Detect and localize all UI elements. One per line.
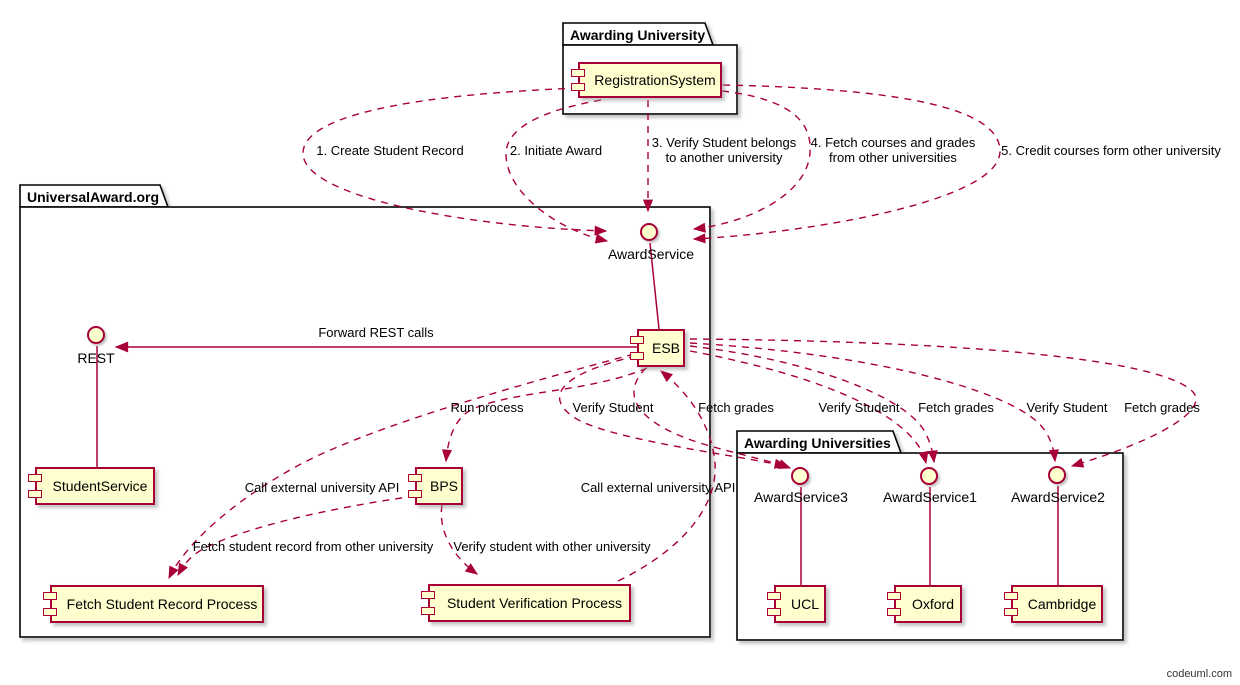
component-port xyxy=(571,83,585,91)
component-cambridge: Cambridge xyxy=(1004,585,1103,623)
interface-award-service2-circle xyxy=(1048,466,1066,484)
package-title-awarding-university: Awarding University xyxy=(570,27,706,43)
edge-fetch-grades-awardservice3 xyxy=(633,367,792,469)
edge-label-verify-student-belongs: 3. Verify Student belongs to another uni… xyxy=(652,135,797,165)
component-label: StudentService xyxy=(52,478,148,494)
edge-awardservice-esb xyxy=(649,242,660,330)
interface-award-service3-circle xyxy=(791,467,809,485)
interface-award-service-circle xyxy=(640,223,658,241)
component-label: Fetch Student Record Process xyxy=(66,596,258,612)
interface-label-award-service2: AwardService2 xyxy=(1011,489,1105,505)
component-port xyxy=(408,474,422,482)
edge-label-verify-student-1: Verify Student xyxy=(572,400,654,415)
interface-label-award-service: AwardService xyxy=(607,246,695,262)
edge-label-call-external-api-1: Call external university API xyxy=(244,480,400,495)
interface-rest-circle xyxy=(87,326,105,344)
edge-label-credit-courses: 5. Credit courses form other university xyxy=(1001,143,1221,158)
component-port xyxy=(43,608,57,616)
package-title-awarding-universities: Awarding Universities xyxy=(744,435,891,451)
interface-label-rest: REST xyxy=(77,350,115,366)
edge-label-verify-student-2: Verify Student xyxy=(818,400,900,415)
component-student-service: StudentService xyxy=(28,467,155,505)
component-port xyxy=(28,490,42,498)
component-port xyxy=(887,608,901,616)
edge-label-line: from other universities xyxy=(829,150,957,165)
edge-label-verify-student-other: Verify student with other university xyxy=(453,539,651,554)
component-port xyxy=(887,592,901,600)
edge-initiate-award xyxy=(505,99,609,244)
edge-label-initiate-award: 2. Initiate Award xyxy=(509,143,603,158)
component-label: Cambridge xyxy=(1027,596,1097,612)
component-port xyxy=(421,607,435,615)
edge-create-student-record xyxy=(302,87,608,236)
edge-verify-student-awardservice1 xyxy=(689,350,929,465)
component-port xyxy=(408,490,422,498)
package-body-universal-award xyxy=(19,206,711,638)
component-label: RegistrationSystem xyxy=(594,72,716,88)
component-port xyxy=(767,608,781,616)
edge-call-external-api-fetch xyxy=(168,353,635,580)
edge-label-fetch-grades-2: Fetch grades xyxy=(918,400,994,415)
component-port xyxy=(767,592,781,600)
edge-credit-courses xyxy=(692,84,1001,244)
edge-verify-student-awardservice3 xyxy=(559,355,788,469)
edge-label-verify-student-3: Verify Student xyxy=(1026,400,1108,415)
edge-label-run-process: Run process xyxy=(450,400,524,415)
component-label: UCL xyxy=(790,596,819,612)
watermark: codeuml.com xyxy=(1166,668,1232,680)
component-port xyxy=(43,592,57,600)
component-port xyxy=(630,336,644,344)
component-student-verification-process: Student Verification Process xyxy=(421,584,631,622)
edge-label-forward-rest-calls: Forward REST calls xyxy=(318,325,434,340)
package-title-universal-award: UniversalAward.org xyxy=(27,189,160,205)
component-label: Oxford xyxy=(911,596,954,612)
component-ucl: UCL xyxy=(767,585,826,623)
edge-fetch-courses-grades xyxy=(692,90,811,233)
edge-fetch-grades-awardservice2 xyxy=(689,338,1197,468)
interface-award-service1-circle xyxy=(920,467,938,485)
edge-label-line: 4. Fetch courses and grades xyxy=(810,135,976,150)
component-bps: BPS xyxy=(408,467,463,505)
edge-label-fetch-grades-3: Fetch grades xyxy=(1124,400,1200,415)
component-port xyxy=(1004,592,1018,600)
edge-label-create-student-record: 1. Create Student Record xyxy=(316,143,464,158)
component-esb: ESB xyxy=(630,329,685,367)
edge-label-line: 3. Verify Student belongs xyxy=(651,135,797,150)
component-port xyxy=(571,69,585,77)
edge-label-fetch-grades-1: Fetch grades xyxy=(698,400,774,415)
component-registration-system: RegistrationSystem xyxy=(571,62,722,98)
edge-call-external-api-verify xyxy=(617,370,716,582)
edge-run-process xyxy=(441,367,648,463)
edge-fetch-grades-awardservice1 xyxy=(689,345,938,464)
edge-label-call-external-api-2: Call external university API xyxy=(580,480,736,495)
edge-label-line: to another university xyxy=(665,150,783,165)
edge-label-fetch-student-record: Fetch student record from other universi… xyxy=(192,539,434,554)
interface-label-award-service1: AwardService1 xyxy=(883,489,977,505)
component-port xyxy=(630,352,644,360)
component-port xyxy=(28,474,42,482)
component-label: BPS xyxy=(429,478,458,494)
component-oxford: Oxford xyxy=(887,585,962,623)
component-label: ESB xyxy=(651,340,680,356)
interface-label-award-service3: AwardService3 xyxy=(754,489,848,505)
edge-label-fetch-courses-grades: 4. Fetch courses and grades from other u… xyxy=(811,135,976,165)
component-port xyxy=(1004,608,1018,616)
component-port xyxy=(421,591,435,599)
component-fetch-student-record-process: Fetch Student Record Process xyxy=(43,585,264,623)
component-label: Student Verification Process xyxy=(446,595,623,611)
